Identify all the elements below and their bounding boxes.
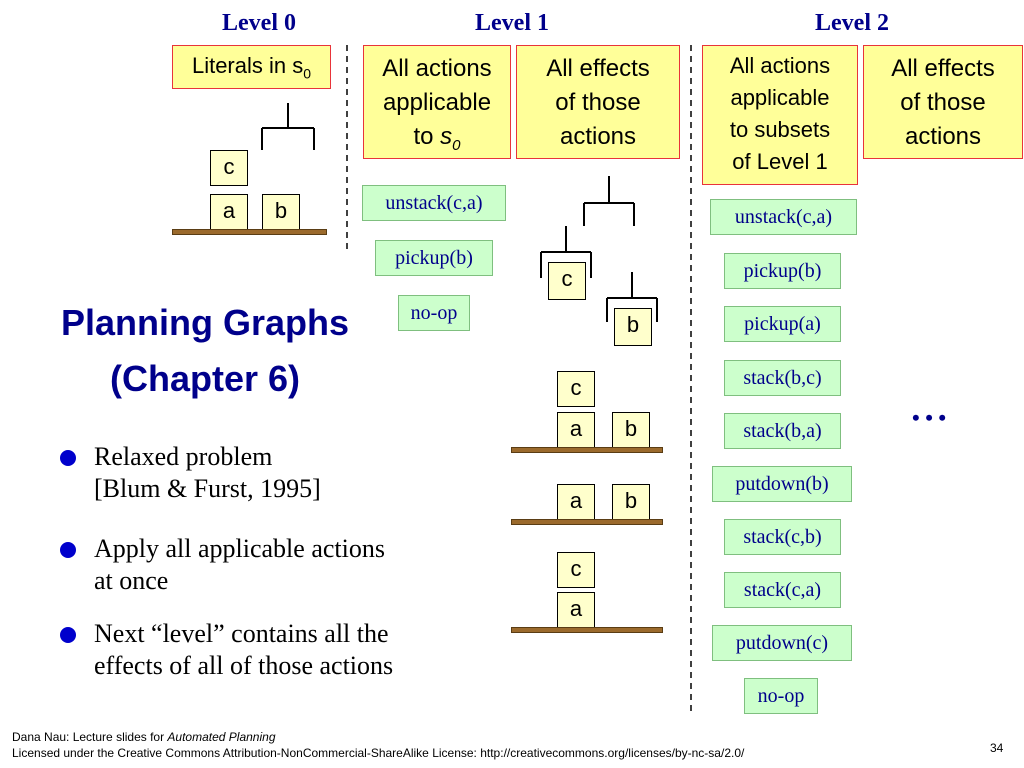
block-b-level0: b — [262, 194, 300, 230]
literals-label: Literals in s — [191, 53, 304, 78]
bullet-1: Relaxed problem [Blum & Furst, 1995] — [94, 441, 321, 505]
level2-action-stack-bc: stack(b,c) — [724, 360, 841, 396]
level2-action-stack-cb: stack(c,b) — [724, 519, 841, 555]
level2-effects-line1: All effects — [891, 55, 995, 82]
bullet-3-line1: Next “level” contains all the — [94, 619, 389, 648]
level1-actions-s: s — [440, 123, 453, 150]
gripper-level1-free — [583, 176, 635, 226]
level2-actions-line3: to subsets — [729, 117, 831, 142]
slide-title-line1: Planning Graphs — [60, 302, 350, 343]
held-block-b: b — [614, 308, 652, 346]
table-stack2 — [511, 519, 663, 525]
level2-action-stack-ca: stack(c,a) — [724, 572, 841, 608]
ellipsis: • • • — [912, 405, 947, 430]
stack1-block-a: a — [557, 412, 595, 448]
slide-title: Planning Graphs (Chapter 6) — [20, 298, 390, 404]
stack1-block-b: b — [612, 412, 650, 448]
level2-effects-box: All effects of those actions — [863, 45, 1023, 159]
level2-action-putdown-c: putdown(c) — [712, 625, 852, 661]
bullet-1-line1: Relaxed problem — [94, 442, 273, 471]
bullet-dot-3 — [60, 627, 76, 643]
level2-action-stack-ba: stack(b,a) — [724, 413, 841, 449]
bullet-dot-2 — [60, 542, 76, 558]
bullet-2-line2: at once — [94, 566, 169, 595]
level1-actions-line2: applicable — [382, 89, 492, 116]
gripper-holding-b — [606, 272, 658, 322]
level1-actions-box: All actions applicable to s0 — [363, 45, 511, 159]
table-level0 — [172, 229, 327, 235]
level2-action-pickup-a: pickup(a) — [724, 306, 841, 342]
block-c-level0: c — [210, 150, 248, 186]
level1-action-noop: no-op — [398, 295, 470, 331]
level1-action-pickup-b: pickup(b) — [375, 240, 493, 276]
stack3-block-c: c — [557, 552, 595, 588]
footer-credit: Dana Nau: Lecture slides for Automated P… — [12, 730, 276, 744]
level1-actions-line3: to s0 — [364, 120, 510, 163]
level2-action-unstack-ca: unstack(c,a) — [710, 199, 857, 235]
level1-actions-to: to — [413, 123, 441, 150]
level-2-heading: Level 2 — [815, 10, 889, 36]
bullet-2: Apply all applicable actions at once — [94, 533, 385, 597]
level2-actions-box: All actions applicable to subsets of Lev… — [702, 45, 858, 185]
level1-actions-s-sub: 0 — [452, 136, 461, 154]
footer-license: Licensed under the Creative Commons Attr… — [12, 746, 745, 760]
bullet-3: Next “level” contains all the effects of… — [94, 618, 393, 682]
literals-subscript: 0 — [303, 65, 312, 82]
bullet-3-line2: effects of all of those actions — [94, 651, 394, 680]
gripper-level0 — [261, 103, 315, 150]
stack1-block-c: c — [557, 371, 595, 407]
level2-effects-line2: of those — [900, 89, 986, 116]
literals-box: Literals in s0 — [172, 45, 331, 89]
level-0-heading: Level 0 — [222, 10, 296, 36]
level2-action-putdown-b: putdown(b) — [712, 466, 852, 502]
table-stack1 — [511, 447, 663, 453]
level2-actions-line4: of Level 1 — [732, 149, 828, 174]
level1-action-unstack-ca: unstack(c,a) — [362, 185, 506, 221]
slide-title-line2: (Chapter 6) — [109, 358, 301, 399]
bullet-1-line2: [Blum & Furst, 1995] — [94, 474, 321, 503]
page-number: 34 — [990, 741, 1004, 755]
held-block-c: c — [548, 262, 586, 300]
bullet-dot-1 — [60, 450, 76, 466]
bullet-2-line1: Apply all applicable actions — [94, 534, 385, 563]
gripper-holding-c — [540, 226, 592, 278]
level1-effects-line2: of those — [555, 89, 641, 116]
block-a-level0: a — [210, 194, 248, 230]
level2-action-noop: no-op — [744, 678, 818, 714]
level1-effects-box: All effects of those actions — [516, 45, 680, 159]
level2-action-pickup-b: pickup(b) — [724, 253, 841, 289]
footer-credit-prefix: Dana Nau: Lecture slides for — [12, 730, 168, 744]
stack2-block-b: b — [612, 484, 650, 520]
level1-effects-line3: actions — [559, 123, 637, 150]
stack3-block-a: a — [557, 592, 595, 628]
stack2-block-a: a — [557, 484, 595, 520]
table-stack3 — [511, 627, 663, 633]
level2-actions-line2: applicable — [730, 85, 830, 110]
level1-effects-line1: All effects — [546, 55, 650, 82]
level1-actions-line1: All actions — [382, 55, 492, 82]
level-1-heading: Level 1 — [475, 10, 549, 36]
level2-actions-line1: All actions — [729, 53, 831, 78]
footer-book-title: Automated Planning — [167, 730, 276, 744]
level2-effects-line3: actions — [904, 123, 982, 150]
